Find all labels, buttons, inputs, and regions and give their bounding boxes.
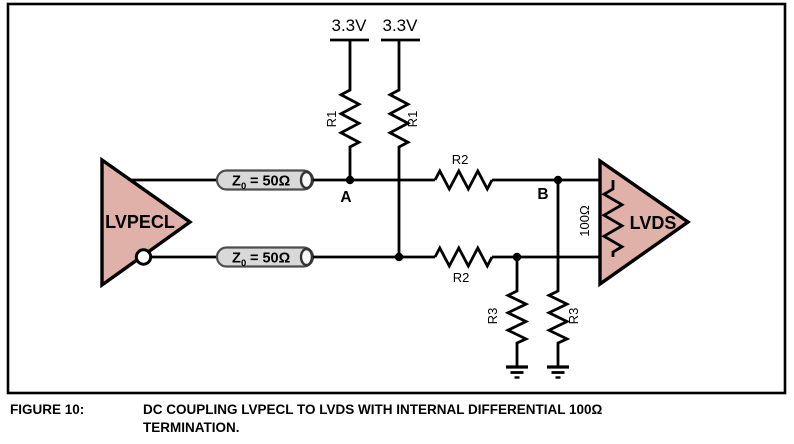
- termination-resistor-label: 100Ω: [577, 205, 592, 237]
- ground-right-icon: [547, 365, 569, 379]
- figure-caption: FIGURE 10: DC COUPLING LVPECL TO LVDS WI…: [10, 401, 788, 437]
- caption-figure-number: FIGURE 10:: [10, 402, 85, 417]
- tline-bottom-label-value: = 50Ω: [250, 251, 291, 267]
- node-a-dot: [345, 175, 355, 185]
- resistor-r2-bottom: [433, 245, 494, 270]
- caption-line1: DC COUPLING LVPECL TO LVDS WITH INTERNAL…: [143, 402, 603, 417]
- tline-top-label-base: Z: [232, 174, 241, 190]
- supply-label-left: 3.3V: [332, 16, 368, 35]
- transmission-line-bottom: Z 0 = 50Ω: [215, 246, 315, 269]
- resistor-r2-top: [433, 168, 494, 193]
- node-a-label: A: [340, 189, 351, 206]
- node-b-label: B: [537, 186, 548, 203]
- lvpecl-label: LVPECL: [105, 212, 175, 232]
- ground-left-icon: [506, 365, 528, 379]
- resistor-r3-right: [545, 180, 571, 367]
- resistor-r3-left-label: R3: [485, 308, 500, 325]
- lvds-receiver-triangle: [598, 157, 691, 288]
- resistor-r1-left: [338, 40, 363, 180]
- tline-bottom-label-base: Z: [232, 251, 241, 267]
- resistor-r2-bottom-label: R2: [453, 270, 470, 285]
- transmission-line-top: Z 0 = 50Ω: [215, 169, 315, 192]
- figure-box: [6, 2, 787, 395]
- caption-line2: TERMINATION.: [143, 420, 240, 435]
- tline-bottom-endcap-icon: [299, 247, 314, 267]
- inversion-bubble-icon: [134, 248, 153, 266]
- tline-top-label-value: = 50Ω: [250, 174, 291, 190]
- termination-resistor: [601, 180, 625, 257]
- junction-r1-right-dot: [394, 252, 404, 262]
- tline-top-endcap-icon: [299, 170, 314, 190]
- tline-bottom-label-sub: 0: [241, 258, 246, 269]
- resistor-r3-right-label: R3: [566, 308, 581, 325]
- resistor-r1-right: [387, 40, 412, 257]
- tline-top-label-sub: 0: [241, 181, 246, 192]
- resistor-r1-left-label: R1: [324, 111, 339, 128]
- resistor-r1-right-label: R1: [405, 111, 420, 128]
- lvds-label: LVDS: [630, 213, 677, 233]
- supply-label-right: 3.3V: [383, 16, 419, 35]
- resistor-r2-top-label: R2: [452, 152, 469, 167]
- resistor-r3-left: [504, 257, 530, 367]
